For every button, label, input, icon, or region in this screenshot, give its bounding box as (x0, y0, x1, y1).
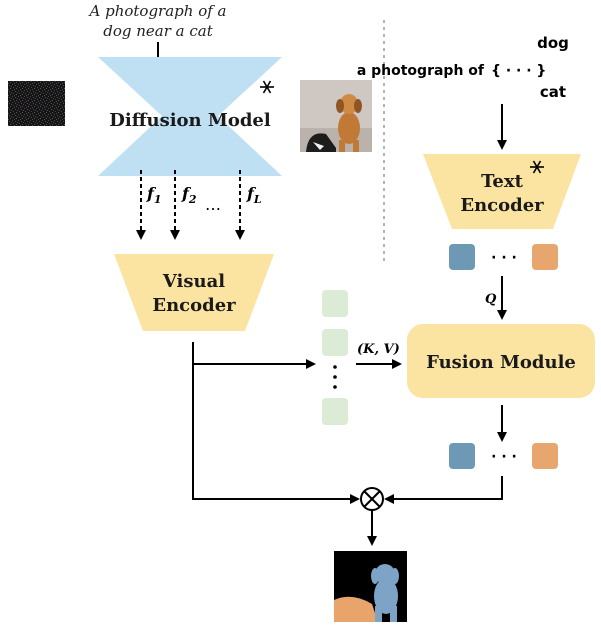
segmentation-mask-image (334, 551, 407, 622)
noise-image (8, 81, 65, 126)
visual-encoder-label-2: Encoder (152, 295, 236, 316)
visual-encoder-label-1: Visual (162, 271, 225, 292)
feature-arrows (136, 170, 245, 240)
feature-fL: fL (246, 184, 262, 206)
kv-label: (K, V) (357, 342, 400, 357)
snowflake-icon (530, 160, 544, 174)
text-token-last (532, 244, 558, 270)
fusion-module-label: Fusion Module (426, 352, 576, 373)
feature-ellipsis: … (205, 195, 221, 214)
multiply-operator-icon (360, 487, 384, 511)
class-word-bottom: cat (540, 83, 566, 101)
photograph-image (300, 80, 372, 152)
text-features-arrow (384, 476, 503, 504)
text-encoder-label-2: Encoder (460, 195, 544, 216)
feature-f1: f1 (146, 184, 162, 206)
fused-token-last (532, 443, 558, 469)
prompt-line-1: A photograph of a (88, 2, 227, 20)
fusion-module-block (407, 324, 595, 398)
visual-token-column (322, 290, 348, 425)
fused-token-ellipsis: · · · (491, 449, 517, 465)
class-brace: { · · · } (491, 63, 546, 79)
class-word-top: dog (537, 34, 569, 52)
diffusion-model-block (98, 57, 282, 176)
fused-token-first (449, 443, 475, 469)
snowflake-icon (260, 80, 274, 94)
template-text: a photograph of (357, 63, 485, 79)
text-encoder-label-1: Text (481, 171, 524, 192)
input-prompt: A photograph of a dog near a cat (88, 2, 227, 40)
visual-output-arrow (192, 342, 360, 504)
query-label: Q (485, 292, 497, 307)
prompt-line-2: dog near a cat (103, 22, 213, 40)
diffusion-model-label: Diffusion Model (109, 110, 271, 131)
text-encoder-block (423, 154, 581, 229)
text-token-first (449, 244, 475, 270)
feature-f2: f2 (181, 184, 197, 206)
visual-encoder-block (114, 254, 274, 331)
text-token-ellipsis: · · · (491, 250, 517, 266)
